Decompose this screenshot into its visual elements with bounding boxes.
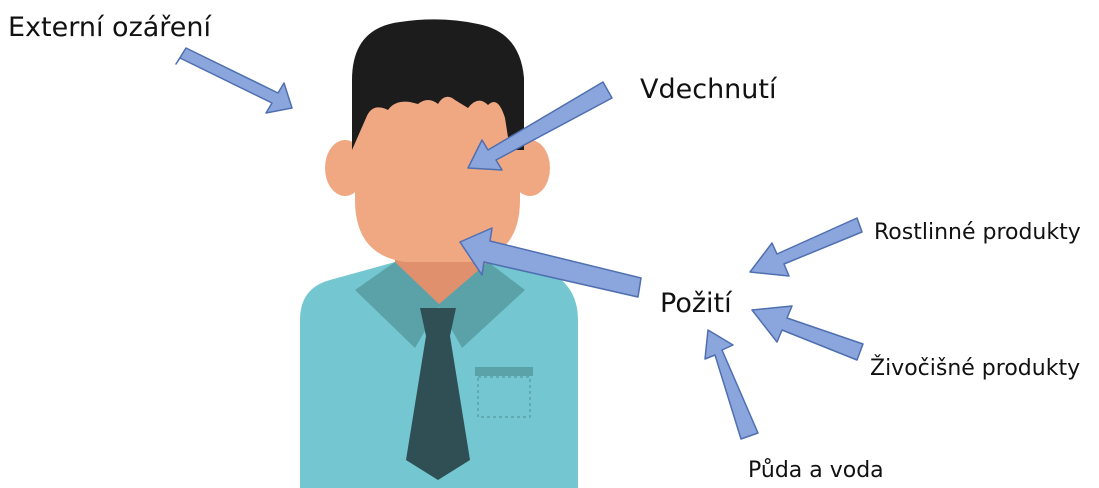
arrow-external-irradiation — [176, 48, 292, 113]
label-plant-products: Rostlinné produkty — [874, 220, 1081, 245]
label-ingestion: Požití — [660, 288, 732, 319]
label-external-irradiation: Externí ozáření — [8, 12, 211, 43]
arrow-plant-products — [750, 218, 862, 276]
label-soil-and-water: Půda a voda — [748, 458, 884, 483]
arrow-animal-products — [752, 306, 863, 360]
arrow-soil-water — [705, 330, 758, 439]
label-animal-products: Živočišné produkty — [870, 356, 1080, 381]
tie-knot — [420, 308, 456, 336]
pocket-flap — [475, 367, 533, 376]
label-inhalation: Vdechnutí — [640, 74, 777, 105]
